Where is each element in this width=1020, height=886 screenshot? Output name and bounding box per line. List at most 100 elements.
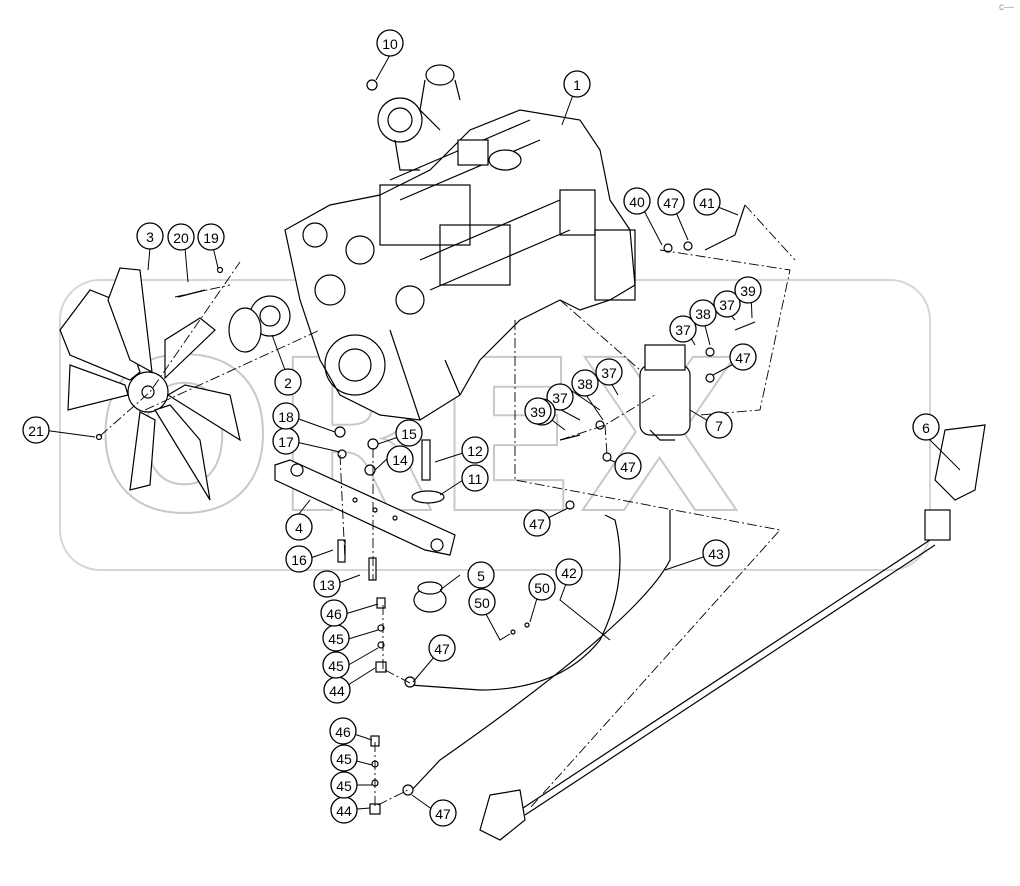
callout-number: 1 <box>573 77 581 93</box>
callout-3: 3 <box>136 222 164 250</box>
callout-circle <box>468 588 496 616</box>
callout-number: 45 <box>328 631 344 647</box>
callout-number: 43 <box>708 546 724 562</box>
callout-50: 50 <box>468 588 496 616</box>
callout-47: 47 <box>523 509 551 537</box>
callout-circle <box>272 402 300 430</box>
callout-number: 41 <box>699 195 715 211</box>
callout-number: 47 <box>620 459 636 475</box>
callout-42: 42 <box>555 558 583 586</box>
callout-number: 21 <box>28 423 44 439</box>
callout-37: 37 <box>546 383 574 411</box>
callout-circle <box>313 570 341 598</box>
callout-19: 19 <box>197 223 225 251</box>
callout-number: 3 <box>146 229 154 245</box>
callout-50: 50 <box>528 573 556 601</box>
callout-circle <box>386 445 414 473</box>
callout-number: 50 <box>474 595 490 611</box>
callout-circle <box>395 419 423 447</box>
callout-39: 39 <box>524 397 552 425</box>
callout-circle <box>523 509 551 537</box>
callout-7: 7 <box>705 411 733 439</box>
callout-38: 38 <box>571 369 599 397</box>
callout-number: 45 <box>336 751 352 767</box>
callout-circle <box>705 411 733 439</box>
callout-circle <box>467 561 495 589</box>
callout-circle <box>734 276 762 304</box>
fuel-filter <box>559 204 756 462</box>
callout-21: 21 <box>22 416 50 444</box>
callout-number: 18 <box>278 409 294 425</box>
callout-1: 1 <box>563 70 591 98</box>
assembly-lines <box>99 204 796 809</box>
callout-10: 10 <box>376 29 404 57</box>
callout-37: 37 <box>713 290 741 318</box>
callout-17: 17 <box>272 427 300 455</box>
callout-47: 47 <box>657 188 685 216</box>
callout-circle <box>22 416 50 444</box>
callout-number: 16 <box>291 552 307 568</box>
callout-circle <box>322 651 350 679</box>
callout-number: 39 <box>530 404 546 420</box>
callout-number: 47 <box>435 806 451 822</box>
callout-circle <box>320 599 348 627</box>
callout-number: 19 <box>203 230 219 246</box>
callout-number: 4 <box>295 520 303 536</box>
callout-circle <box>729 343 757 371</box>
callout-circle <box>285 513 313 541</box>
callout-circle <box>563 70 591 98</box>
callout-circle <box>136 222 164 250</box>
callout-circle <box>546 383 574 411</box>
callout-number: 12 <box>467 443 483 459</box>
callout-41: 41 <box>693 188 721 216</box>
callout-12: 12 <box>461 436 489 464</box>
callout-6: 6 <box>912 413 940 441</box>
callout-number: 45 <box>328 658 344 674</box>
callout-circle <box>274 368 302 396</box>
callout-circle <box>713 290 741 318</box>
callout-47: 47 <box>614 452 642 480</box>
callout-circle <box>702 539 730 567</box>
callout-43: 43 <box>702 539 730 567</box>
callout-number: 10 <box>382 36 398 52</box>
fuel-hoses <box>402 500 671 796</box>
callout-number: 13 <box>319 577 335 593</box>
callout-labels: 1234567101112131415161718192021373737373… <box>22 29 940 827</box>
callout-number: 50 <box>534 580 550 596</box>
callout-number: 38 <box>577 376 593 392</box>
callout-circle <box>595 358 623 386</box>
callout-number: 47 <box>529 516 545 532</box>
callout-46: 46 <box>320 599 348 627</box>
callout-number: 17 <box>278 434 294 450</box>
callout-number: 2 <box>284 375 292 391</box>
callout-40: 40 <box>623 187 651 215</box>
callout-circle <box>571 369 599 397</box>
callout-circle <box>197 223 225 251</box>
callout-circle <box>428 634 456 662</box>
callout-2: 2 <box>274 368 302 396</box>
callout-number: 38 <box>695 306 711 322</box>
callout-16: 16 <box>285 545 313 573</box>
callout-circle <box>693 188 721 216</box>
callout-circle <box>376 29 404 57</box>
callout-45: 45 <box>330 771 358 799</box>
callout-18: 18 <box>272 402 300 430</box>
callout-circle <box>669 315 697 343</box>
callout-45: 45 <box>330 744 358 772</box>
callout-37: 37 <box>669 315 697 343</box>
callout-47: 47 <box>428 634 456 662</box>
callout-circle <box>657 188 685 216</box>
callout-44: 44 <box>323 676 351 704</box>
corner-mark: c— <box>999 2 1014 13</box>
callout-number: 42 <box>561 565 577 581</box>
callout-number: 5 <box>477 568 485 584</box>
callout-13: 13 <box>313 570 341 598</box>
fittings <box>369 597 530 815</box>
callout-number: 46 <box>335 724 351 740</box>
engine-assembly <box>284 64 636 421</box>
callout-5: 5 <box>467 561 495 589</box>
callout-number: 20 <box>173 230 189 246</box>
callout-37: 37 <box>595 358 623 386</box>
callout-circle <box>285 545 313 573</box>
